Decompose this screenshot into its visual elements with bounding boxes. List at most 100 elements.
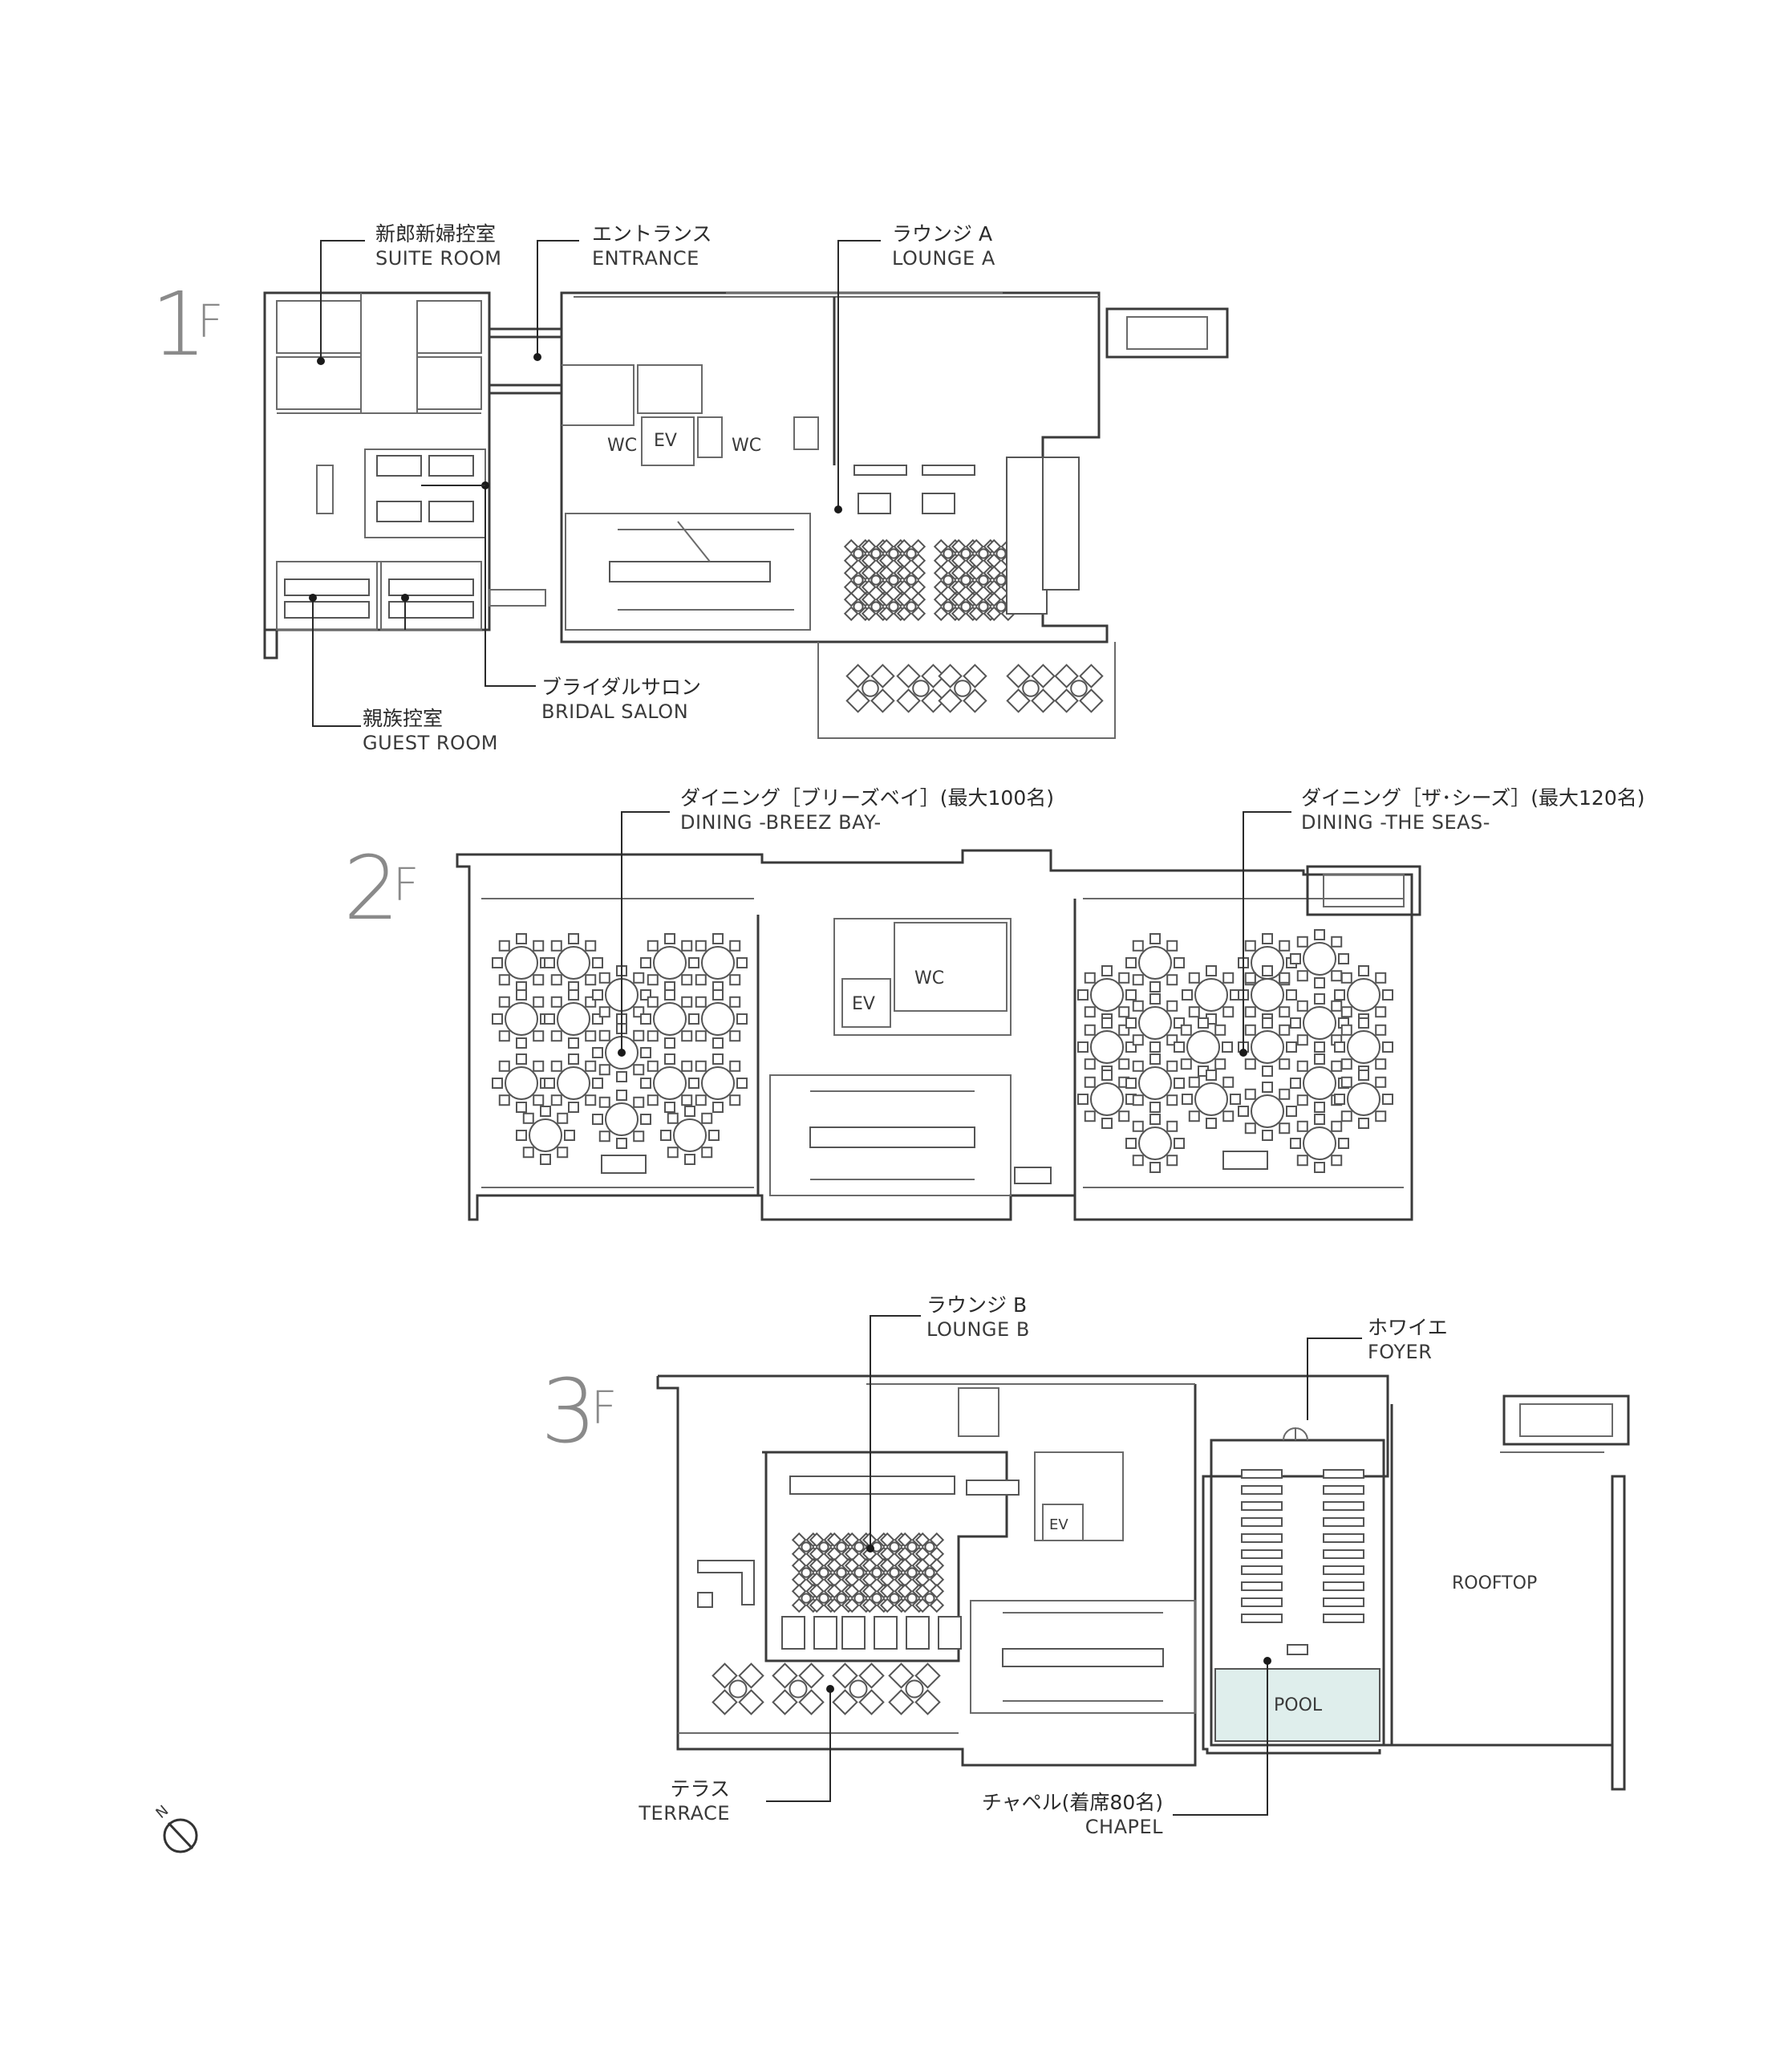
chair <box>878 591 894 607</box>
round-table <box>1125 933 1185 992</box>
chair <box>516 1130 527 1141</box>
dining-breez-bay-tables <box>492 933 748 1165</box>
table <box>1303 1066 1336 1100</box>
plan-1f: EV WC WC <box>263 291 1229 739</box>
table <box>801 1541 812 1553</box>
chair <box>1382 1041 1393 1053</box>
chair <box>1188 1110 1200 1122</box>
chair <box>568 1102 579 1113</box>
chair <box>914 1583 930 1599</box>
chair <box>681 940 693 952</box>
terrace-1f-tables <box>845 664 1104 713</box>
chair <box>729 996 741 1008</box>
table <box>1138 1066 1172 1100</box>
chair <box>1296 1060 1308 1072</box>
chair <box>1077 1041 1089 1053</box>
chair <box>1244 1024 1256 1036</box>
chair <box>826 1546 842 1562</box>
table <box>862 680 879 697</box>
pew <box>1241 1549 1283 1559</box>
table <box>960 601 971 612</box>
chair <box>1331 1060 1343 1072</box>
chair <box>951 565 967 581</box>
chair <box>798 1689 825 1715</box>
chair <box>861 565 877 581</box>
small-table-set <box>712 1662 764 1715</box>
pew <box>1241 1565 1283 1575</box>
small-table-set <box>896 591 926 622</box>
chair <box>933 553 949 569</box>
chair <box>986 538 1002 554</box>
chair <box>1314 1162 1325 1173</box>
chair <box>879 1546 895 1562</box>
floor-label-2f: 2 F <box>343 837 419 940</box>
label-bridal-salon: ブライダルサロン BRIDAL SALON <box>541 676 701 723</box>
table <box>1303 942 1336 976</box>
chair <box>681 1060 693 1072</box>
room-name-en: SUITE ROOM <box>375 247 502 270</box>
table <box>1251 978 1284 1012</box>
room-name-en: LOUNGE A <box>892 247 995 270</box>
round-table <box>1182 965 1241 1025</box>
table <box>889 1593 900 1604</box>
chair <box>878 538 894 554</box>
chair <box>492 1013 503 1025</box>
chair <box>862 1557 878 1573</box>
round-table <box>1290 929 1349 988</box>
chair <box>914 1546 930 1562</box>
table <box>906 601 917 612</box>
room-name-ja: テラス <box>670 1777 730 1800</box>
chair <box>1262 933 1273 944</box>
table <box>1303 1006 1336 1040</box>
chair <box>592 989 603 1001</box>
terrace-3f-tables <box>712 1662 941 1715</box>
chair <box>1125 1078 1137 1089</box>
chair <box>557 1112 569 1124</box>
chair <box>1222 1006 1235 1018</box>
table <box>653 1002 687 1036</box>
chair <box>1358 965 1369 976</box>
chair <box>1182 1094 1193 1105</box>
chair <box>1180 1058 1192 1070</box>
table <box>1090 1082 1124 1116</box>
chair <box>1279 1024 1291 1036</box>
small-table-set <box>772 1662 825 1715</box>
chair <box>664 1102 675 1113</box>
chair <box>914 1557 930 1573</box>
chair <box>695 940 707 952</box>
pew <box>1323 1614 1364 1623</box>
sofa <box>906 1616 930 1650</box>
round-table <box>688 989 748 1049</box>
chair <box>1279 1006 1291 1018</box>
room-name-en: DINING -THE SEAS- <box>1301 811 1490 834</box>
round-table <box>492 1053 551 1113</box>
chair <box>826 1557 842 1573</box>
chair <box>1149 1114 1161 1125</box>
chair <box>664 1053 675 1065</box>
chair <box>1125 1138 1137 1149</box>
chair <box>1132 1034 1144 1046</box>
room-name-ja: 親族控室 <box>363 707 443 730</box>
room-name-en: DINING -BREEZ BAY- <box>680 811 882 834</box>
chair <box>550 974 562 986</box>
chair <box>1125 1017 1137 1029</box>
chair <box>592 1047 603 1058</box>
chair <box>1006 688 1031 713</box>
chair <box>729 940 741 952</box>
chair <box>1198 1017 1209 1029</box>
chair <box>914 1662 941 1689</box>
table <box>924 1593 935 1604</box>
table <box>888 574 899 586</box>
table <box>995 548 1007 559</box>
chair <box>968 591 984 607</box>
chair <box>681 1094 693 1106</box>
pew <box>1323 1533 1364 1543</box>
table <box>912 680 930 697</box>
chair <box>492 1078 503 1089</box>
guest-room-tables <box>284 578 474 619</box>
chair <box>712 1053 724 1065</box>
chair <box>809 1572 825 1588</box>
room-name-en: TERRACE <box>638 1802 730 1825</box>
chair <box>1340 972 1352 984</box>
chair <box>498 940 510 952</box>
